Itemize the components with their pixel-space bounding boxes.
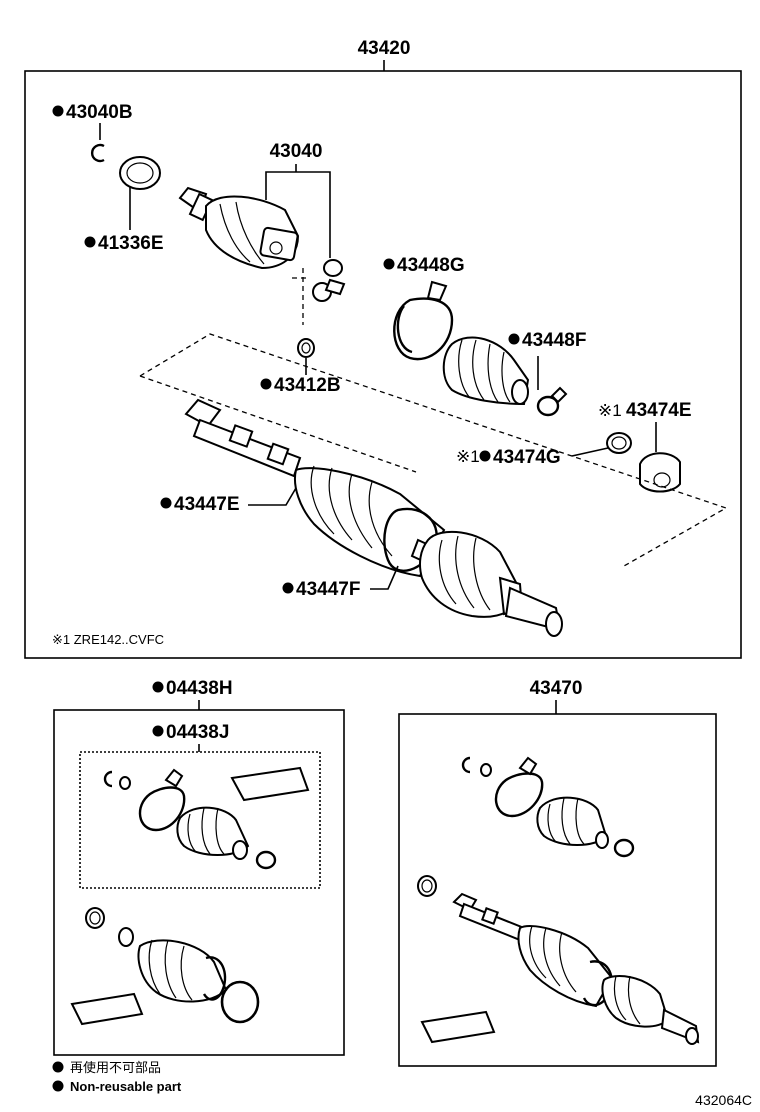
- label-41336E: 41336E: [98, 233, 164, 254]
- non-reusable-dot: [52, 105, 64, 117]
- outer-joint-icon: [178, 186, 300, 270]
- non-reusable-dot: [282, 582, 294, 594]
- non-reusable-dot: [152, 725, 164, 737]
- dust-seal-inner: [126, 162, 154, 184]
- circlip-icon: [91, 143, 105, 163]
- kit-j-parts: [103, 766, 310, 870]
- drive-shaft-icon: [184, 398, 563, 637]
- label-04438H: 04438H: [166, 678, 233, 699]
- label-43412B: 43412B: [274, 375, 341, 396]
- snap-ring-icon: [297, 338, 315, 358]
- kit-04438H-box: [53, 709, 345, 1056]
- boot-band-icon: [393, 297, 454, 361]
- label-43448F: 43448F: [522, 330, 586, 351]
- leader-43040: [265, 171, 331, 258]
- label-43474G: 43474G: [493, 447, 561, 468]
- label-43474E: 43474E: [626, 400, 692, 421]
- non-reusable-dot: [52, 1061, 64, 1073]
- shaft-assy-parts: [417, 756, 700, 1045]
- diagram-id: 432064C: [695, 1092, 752, 1108]
- label-43040: 43040: [270, 141, 323, 162]
- non-reusable-dot: [52, 1080, 64, 1092]
- shaft-assy-box: [398, 713, 717, 1067]
- non-reusable-dot: [508, 333, 520, 345]
- non-reusable-dot: [383, 258, 395, 270]
- kit-outline: [139, 333, 728, 567]
- outer-boot-icon: [442, 336, 530, 406]
- non-reusable-dot: [152, 681, 164, 693]
- dust-seal-icon: [119, 156, 161, 190]
- note-marker: ※1: [598, 401, 622, 420]
- note-marker: ※1: [456, 447, 480, 466]
- spider-icon: [312, 259, 346, 302]
- label-04438J: 04438J: [166, 722, 229, 743]
- assembly-box: [24, 70, 742, 659]
- small-band-icon: [536, 395, 560, 417]
- label-43447F: 43447F: [296, 579, 360, 600]
- washer-icon: [606, 432, 632, 454]
- kit-h-parts: [70, 907, 260, 1026]
- non-reusable-dot: [160, 497, 172, 509]
- legend-en: Non-reusable part: [70, 1079, 182, 1094]
- label-43447E: 43447E: [174, 494, 240, 515]
- non-reusable-dot: [84, 236, 96, 248]
- label-43448G: 43448G: [397, 255, 465, 276]
- assembly-number: 43420: [358, 38, 411, 59]
- label-43040B: 43040B: [66, 102, 133, 123]
- damper-icon: [639, 452, 681, 493]
- kit-04438J-box: [79, 751, 321, 889]
- non-reusable-dot: [479, 450, 491, 462]
- label-43470: 43470: [530, 678, 583, 699]
- leader-43447E: [248, 487, 297, 506]
- leader-43474G: [571, 447, 609, 457]
- non-reusable-dot: [260, 378, 272, 390]
- legend-jp: 再使用不可部品: [70, 1060, 161, 1075]
- model-note: ※1 ZRE142..CVFC: [52, 632, 164, 647]
- leader-43447F: [370, 565, 399, 590]
